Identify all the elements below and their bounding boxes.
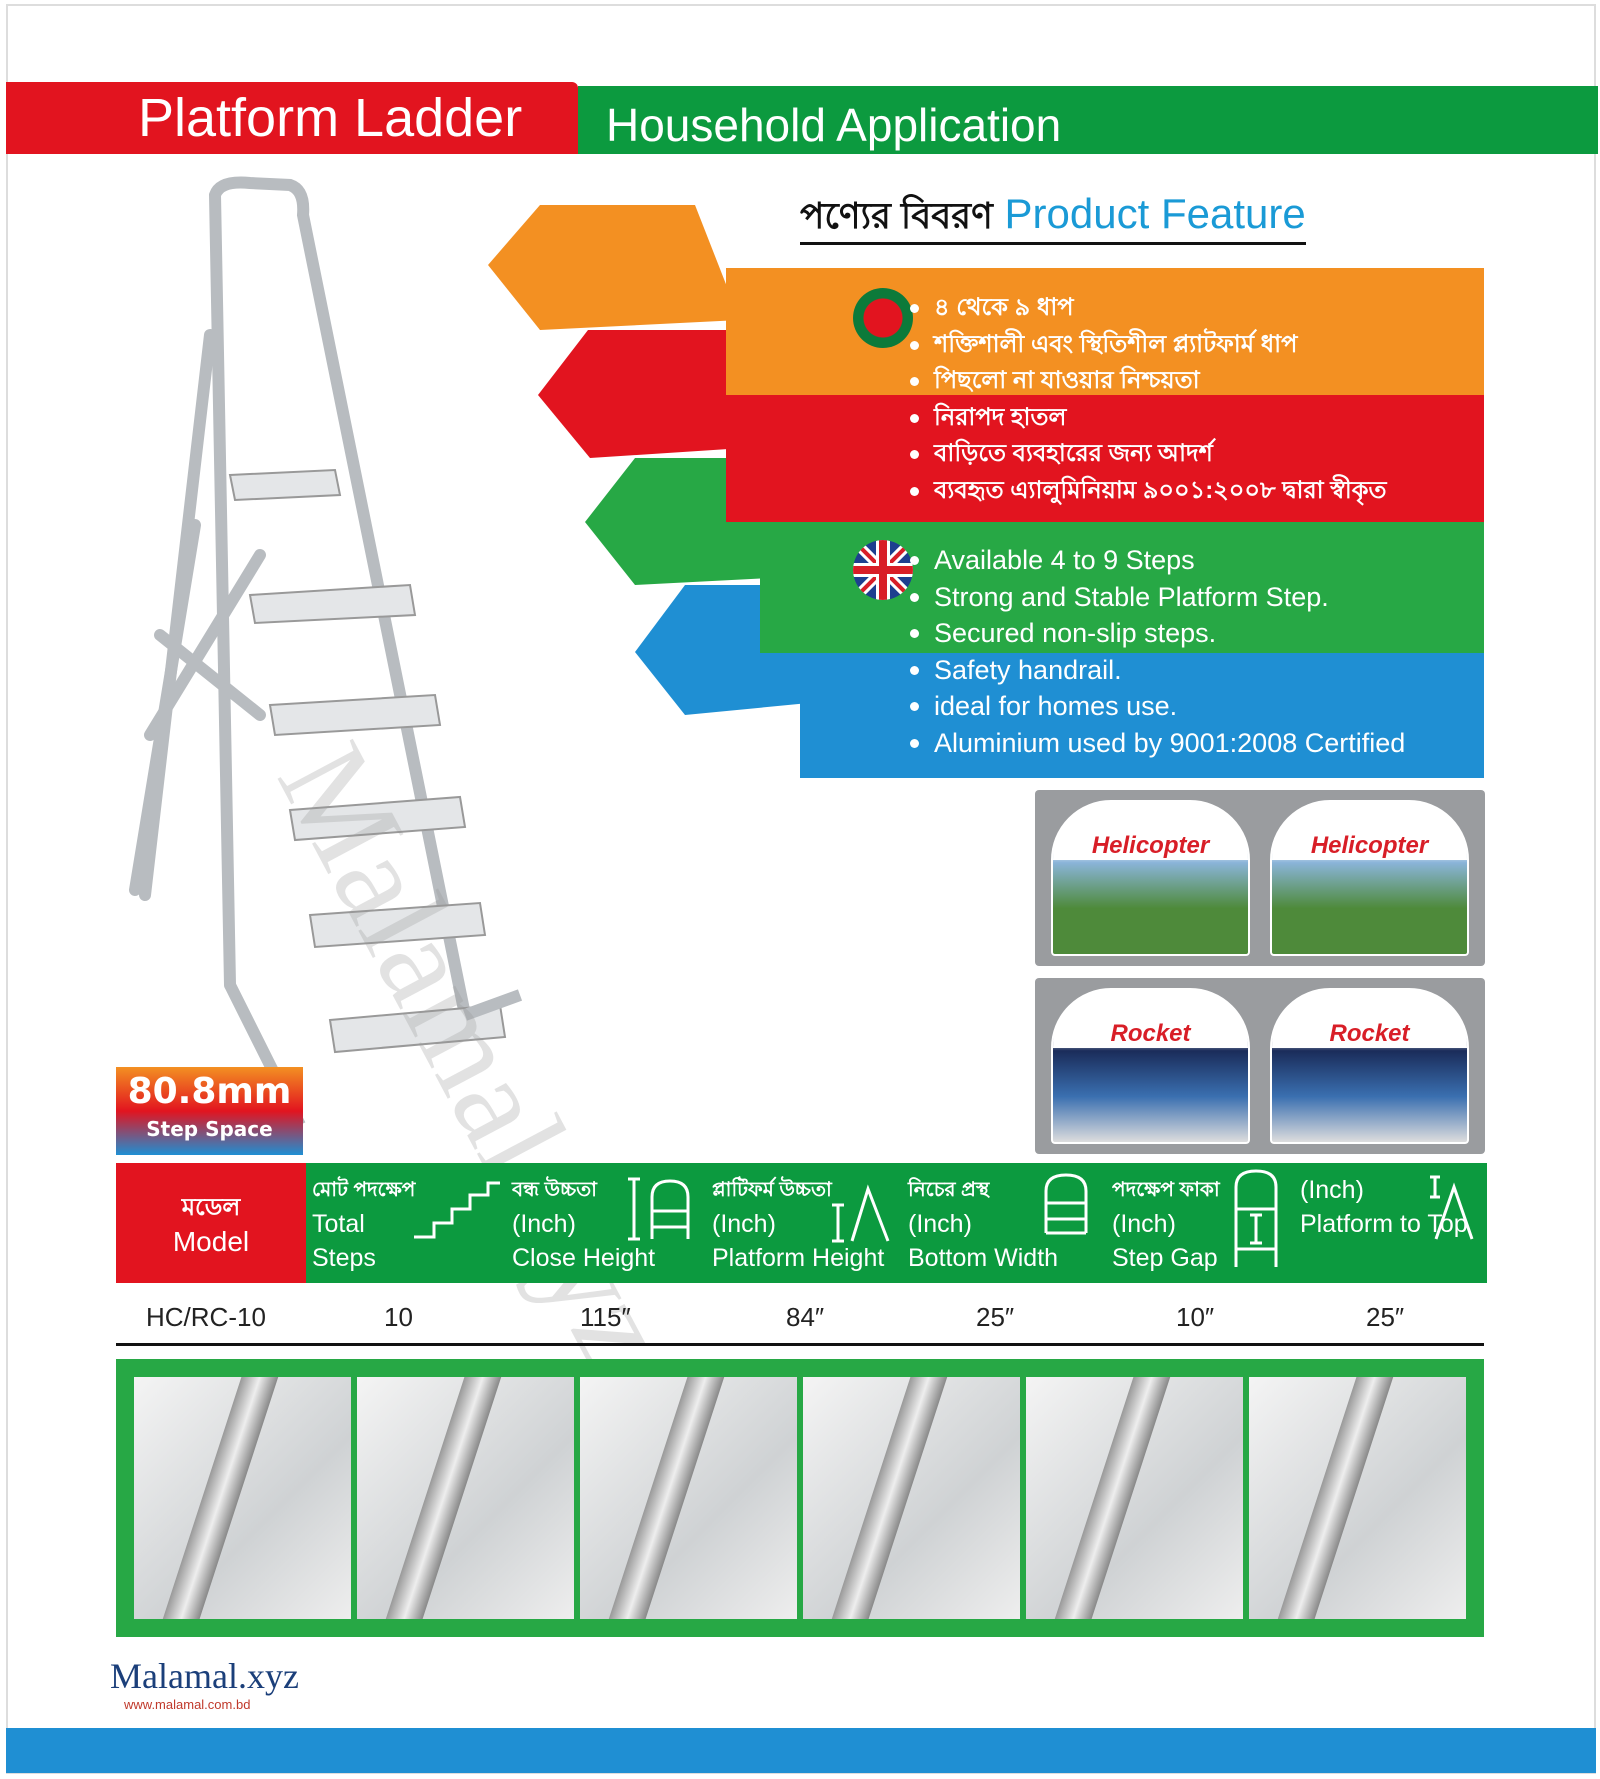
feature-title-bn: পণ্যের বিবরণ [800, 195, 993, 236]
package-image: Helicopter [1270, 800, 1469, 956]
ladder-image [129, 176, 523, 1128]
detail-photo [134, 1377, 351, 1619]
logo-url[interactable]: www.malamal.com.bd [124, 1697, 251, 1712]
col-unit: (Inch) [1112, 1210, 1176, 1238]
cell-model: HC/RC-10 [146, 1302, 266, 1332]
detail-photo [803, 1377, 1020, 1619]
model-header: মডেল Model [116, 1163, 306, 1283]
badge-value: 80.8mm [127, 1071, 292, 1112]
band-orange [726, 268, 1484, 395]
package-title: Helicopter [1272, 832, 1467, 860]
col-unit: (Inch) [1300, 1176, 1364, 1204]
list-item: নিরাপদ হাতল [910, 400, 1387, 437]
col-en: Close Height [512, 1244, 656, 1272]
list-item: Safety handrail. [909, 652, 1405, 689]
col-bn: মোট পদক্ষেপ [312, 1179, 416, 1201]
cell-close-height: 115″ [580, 1302, 631, 1332]
model-bn: মডেল [181, 1194, 241, 1221]
list-item: শক্তিশালী এবং স্থিতিশীল প্ল্যাটফার্ম ধাপ [910, 327, 1387, 364]
detail-photo [357, 1377, 574, 1619]
badge-label: Step Space [146, 1117, 273, 1141]
package-title: Rocket [1272, 1020, 1467, 1048]
platform-height-icon [832, 1184, 890, 1243]
list-item: Secured non-slip steps. [909, 615, 1405, 652]
cell-bottom-width: 25″ [976, 1302, 1015, 1332]
list-item: ব্যবহৃত এ্যালুমিনিয়াম ৯০০১:২০০৮ দ্বারা … [910, 473, 1387, 510]
divider [116, 1343, 1484, 1346]
col-bn: নিচের প্রস্থ [908, 1179, 990, 1201]
col-bn: পদক্ষেপ ফাকা [1112, 1179, 1220, 1201]
list-item: পিছলো না যাওয়ার নিশ্চয়তা [910, 363, 1387, 400]
cell-total-steps: 10 [384, 1302, 413, 1332]
band-red [726, 395, 1484, 522]
page-subtitle: Household Application [578, 86, 1598, 154]
page-frame [6, 4, 1596, 1774]
col-en: Steps [312, 1244, 376, 1272]
detail-photo-strip [116, 1359, 1484, 1637]
model-en: Model [172, 1226, 250, 1257]
list-item: ideal for homes use. [909, 688, 1405, 725]
bangladesh-flag-icon [853, 288, 913, 348]
cell-platform-to-top: 25″ [1366, 1302, 1405, 1332]
list-item: বাড়িতে ব্যবহারের জন্য আদর্শ [910, 436, 1387, 473]
col-unit: (Inch) [512, 1210, 576, 1238]
feature-title: পণ্যের বিবরণ Product Feature [800, 188, 1306, 245]
logo-name: Malamal.xyz [110, 1656, 299, 1696]
col-step-gap: পদক্ষেপ ফাকা (Inch) Step Gap [1112, 1173, 1220, 1275]
cell-step-gap: 10″ [1176, 1302, 1215, 1332]
package-image: Rocket [1051, 988, 1250, 1144]
list-item: Strong and Stable Platform Step. [909, 579, 1405, 616]
detail-photo [1249, 1377, 1466, 1619]
package-title: Rocket [1053, 1020, 1248, 1048]
rocket-package-images: Rocket Rocket [1035, 978, 1485, 1154]
detail-photo [1026, 1377, 1243, 1619]
bottom-width-icon [1044, 1173, 1088, 1235]
col-bottom-width: নিচের প্রস্থ (Inch) Bottom Width [908, 1173, 1058, 1275]
col-unit: (Inch) [712, 1210, 776, 1238]
list-item: Available 4 to 9 Steps [909, 542, 1405, 579]
package-image: Helicopter [1051, 800, 1250, 956]
col-unit: Total [312, 1210, 365, 1238]
list-item: ৪ থেকে ৯ ধাপ [910, 290, 1387, 327]
col-en: Platform Height [712, 1244, 885, 1272]
platform-to-top-icon [1430, 1175, 1474, 1240]
stairs-icon [414, 1181, 500, 1239]
detail-photo [580, 1377, 797, 1619]
package-title: Helicopter [1053, 832, 1248, 860]
uk-flag-icon [853, 540, 913, 600]
page-title: Platform Ladder [6, 82, 578, 154]
list-item: Aluminium used by 9001:2008 Certified [909, 725, 1405, 762]
col-close-height: বন্ধ উচ্চতা (Inch) Close Height [512, 1173, 655, 1275]
footer-bar [6, 1728, 1596, 1773]
cell-platform-height: 84″ [786, 1302, 825, 1332]
col-platform-height: প্লাটিফর্ম উচ্চতা (Inch) Platform Height [712, 1173, 884, 1275]
features-bn-list: ৪ থেকে ৯ ধাপ শক্তিশালী এবং স্থিতিশীল প্ল… [910, 290, 1387, 510]
col-bn: বন্ধ উচ্চতা [512, 1179, 597, 1201]
helicopter-package-images: Helicopter Helicopter [1035, 790, 1485, 966]
col-bn: প্লাটিফর্ম উচ্চতা [712, 1179, 832, 1201]
col-unit: (Inch) [908, 1210, 972, 1238]
features-en-list: Available 4 to 9 Steps Strong and Stable… [909, 542, 1405, 762]
spec-table-row: HC/RC-10 10 115″ 84″ 25″ 10″ 25″ [116, 1302, 1487, 1340]
col-en: Bottom Width [908, 1244, 1059, 1272]
malamal-logo[interactable]: Malamal.xyz www.malamal.com.bd [110, 1655, 299, 1712]
package-image: Rocket [1270, 988, 1469, 1144]
col-en: Step Gap [1112, 1244, 1218, 1272]
feature-title-en: Product Feature [1004, 190, 1306, 237]
close-height-icon [628, 1177, 690, 1241]
step-gap-icon [1234, 1169, 1278, 1267]
